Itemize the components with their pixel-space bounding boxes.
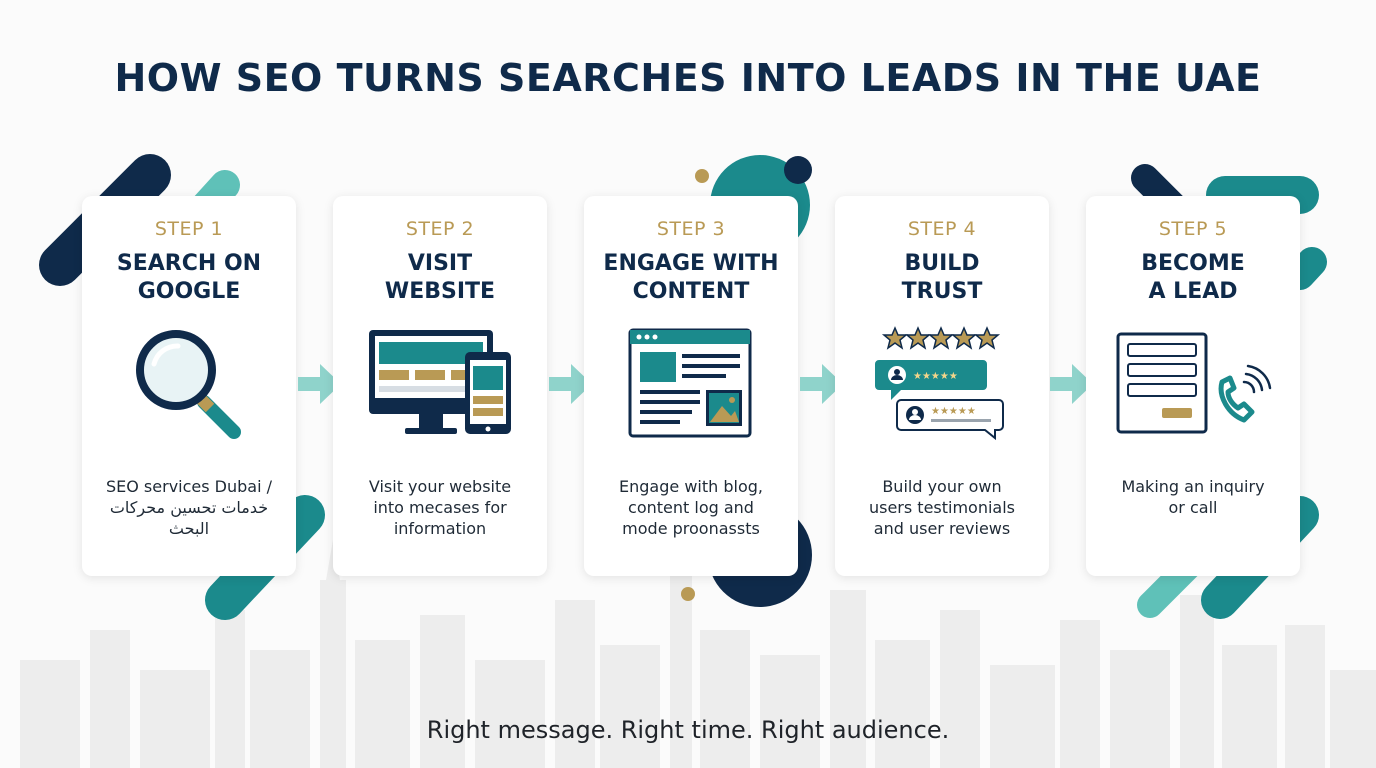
step-title: ENGAGE WITH CONTENT	[584, 250, 798, 306]
step-description: Visit your website into mecases for info…	[341, 476, 539, 539]
arrow-right-icon	[298, 364, 341, 404]
step-description-line: خدمات تحسين محركات البحث	[109, 498, 269, 538]
step-description-line: information	[393, 519, 487, 538]
desktop-and-phone-icon	[369, 330, 511, 434]
step-description-line: or call	[1168, 498, 1218, 517]
step-title-line: A LEAD	[1148, 279, 1238, 304]
step-card-3: STEP 3 ENGAGE WITH CONTENT Engage with	[584, 196, 798, 576]
step-title: BUILD TRUST	[835, 250, 1049, 306]
step-card-1: STEP 1 SEARCH ON GOOGLE SEO services Dub…	[82, 196, 296, 576]
step-title: VISIT WEBSITE	[333, 250, 547, 306]
step-description-line: SEO services Dubai /	[105, 477, 273, 496]
step-label: STEP 5	[1158, 218, 1228, 240]
step-description: Making an inquiry or call	[1094, 476, 1292, 518]
svg-text:★★★★★: ★★★★★	[913, 371, 958, 382]
svg-text:★★★★★: ★★★★★	[931, 406, 976, 417]
step-card-4: STEP 4 BUILD TRUST ★★★★★ ★★★★★	[835, 196, 1049, 576]
step-title-line: CONTENT	[632, 279, 750, 304]
arrow-right-icon	[1050, 364, 1093, 404]
step-label: STEP 2	[405, 218, 475, 240]
step-title-line: BUILD	[904, 251, 980, 276]
tagline: Right message. Right time. Right audienc…	[426, 716, 950, 744]
step-title-line: SEARCH ON	[116, 251, 262, 276]
step-title-line: WEBSITE	[384, 279, 496, 304]
step-title-line: TRUST	[901, 279, 983, 304]
reviews-icon: ★★★★★ ★★★★★	[875, 326, 1004, 441]
form-and-phone-icon	[1116, 332, 1272, 434]
step-description-line: and user reviews	[873, 519, 1011, 538]
browser-content-icon	[628, 328, 752, 438]
step-description-line: Engage with blog,	[619, 477, 763, 496]
step-description: SEO services Dubai / خدمات تحسين محركات …	[90, 476, 288, 539]
arrow-right-icon	[800, 364, 843, 404]
step-title-line: GOOGLE	[137, 279, 241, 304]
step-label: STEP 1	[154, 218, 224, 240]
step-card-5: STEP 5 BECOME A LEAD Making an inquiry o…	[1086, 196, 1300, 576]
step-description-line: Visit your website	[368, 477, 512, 496]
step-label: STEP 4	[907, 218, 977, 240]
step-title: BECOME A LEAD	[1086, 250, 1300, 306]
step-description-line: into mecases for	[373, 498, 507, 517]
city-skyline-background	[20, 520, 1376, 768]
step-description: Engage with blog, content log and mode p…	[592, 476, 790, 539]
step-card-2: STEP 2 VISIT WEBSITE Visit your website …	[333, 196, 547, 576]
magnifying-glass-icon	[136, 330, 241, 439]
step-title-line: ENGAGE WITH	[603, 251, 779, 276]
arrow-right-icon	[549, 364, 592, 404]
page-title: HOW SEO TURNS SEARCHES INTO LEADS IN THE…	[114, 56, 1262, 100]
step-description-line: mode proonassts	[622, 519, 760, 538]
step-description: Build your own users testimonials and us…	[843, 476, 1041, 539]
step-description-line: Making an inquiry	[1121, 477, 1265, 496]
step-title-line: VISIT	[407, 251, 473, 276]
step-description-line: Build your own	[882, 477, 1002, 496]
step-label: STEP 3	[656, 218, 726, 240]
step-title: SEARCH ON GOOGLE	[82, 250, 296, 306]
step-title-line: BECOME	[1141, 251, 1245, 276]
step-description-line: content log and	[628, 498, 754, 517]
step-description-line: users testimonials	[868, 498, 1016, 517]
